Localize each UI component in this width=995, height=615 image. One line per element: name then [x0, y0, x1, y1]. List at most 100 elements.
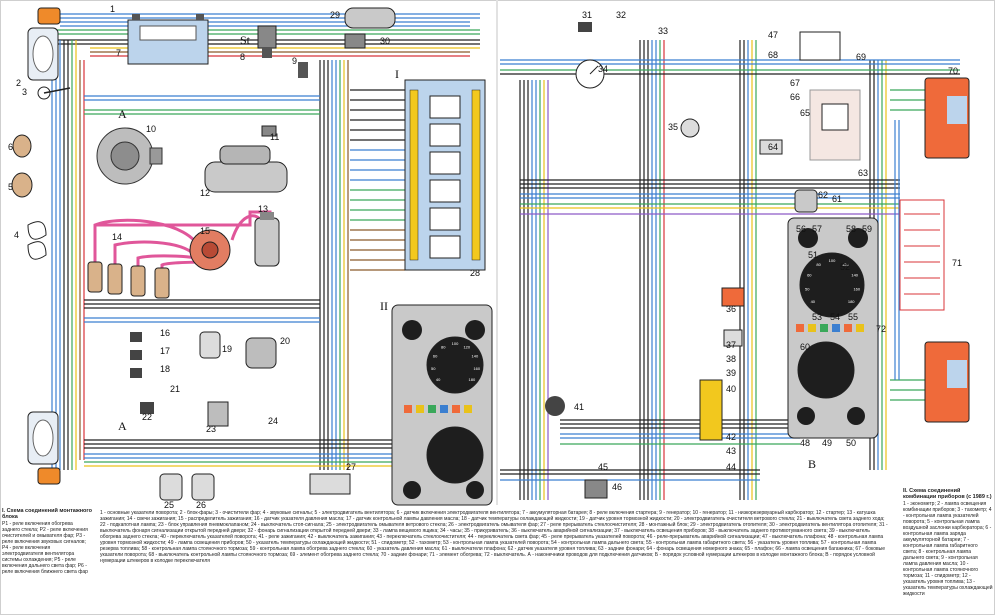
component-number-61: 61 — [832, 194, 842, 204]
mounting-block — [404, 79, 486, 271]
instrument-cluster-old — [391, 304, 493, 506]
rear-lamps-top — [924, 77, 970, 159]
dome-lamp — [809, 89, 861, 161]
component-number-72: 72 — [876, 324, 886, 334]
fan-switch-sensor — [12, 134, 32, 158]
component-number-37: 37 — [726, 340, 736, 350]
label-fuse-a-top: A — [118, 107, 127, 121]
component-number-36: 36 — [726, 304, 736, 314]
gauge-1-label-8: 180 — [848, 299, 855, 304]
component-number-44: 44 — [726, 462, 736, 472]
oil-pressure-sensor — [130, 332, 142, 342]
gauge-0-label-7: 160 — [473, 366, 480, 371]
center-caption: 1 - основные указатели поворота; 2 - бло… — [100, 510, 890, 612]
center-caption-text: 1 - основные указатели поворота; 2 - бло… — [100, 510, 888, 564]
component-number-40: 40 — [726, 384, 736, 394]
component-number-48: 48 — [800, 438, 810, 448]
component-number-54: 54 — [830, 312, 840, 322]
gauge-0-label-4: 100 — [452, 341, 459, 346]
component-number-52: 52 — [840, 262, 850, 272]
gauge-0-label-8: 180 — [469, 377, 476, 382]
hazard-switch — [721, 287, 745, 307]
component-number-7: 7 — [116, 48, 121, 58]
gauge-0-label-6: 140 — [472, 354, 479, 359]
component-number-11: 11 — [270, 132, 279, 142]
right-caption: II. Схема соединений комбинации приборов… — [903, 488, 993, 612]
component-number-3: 3 — [22, 87, 27, 97]
component-number-33: 33 — [658, 26, 668, 36]
component-number-14: 14 — [112, 232, 122, 242]
component-number-58: 58 — [846, 224, 856, 234]
component-number-31: 31 — [582, 10, 592, 20]
component-number-26: 26 — [196, 500, 206, 510]
fuel-level-sensor — [794, 189, 818, 213]
component-number-45: 45 — [598, 462, 608, 472]
heater-motor — [344, 7, 396, 29]
component-number-69: 69 — [856, 52, 866, 62]
wire-harness — [30, 13, 960, 500]
block-headlamp-bottom — [27, 411, 59, 465]
component-number-55: 55 — [848, 312, 858, 322]
component-number-70: 70 — [948, 66, 958, 76]
component-number-17: 17 — [160, 346, 170, 356]
component-number-24: 24 — [268, 416, 278, 426]
wiper-relay — [309, 473, 351, 495]
component-number-16: 16 — [160, 328, 170, 338]
gauge-0-label-1: 50 — [431, 366, 436, 371]
component-number-30: 30 — [380, 36, 390, 46]
rear-window-heater — [899, 199, 945, 311]
starter — [204, 145, 288, 193]
heater-fan-motor — [344, 33, 366, 49]
ignition-switch — [257, 25, 277, 58]
gauge-scale-labels: 4050608010012014016018040506080100120140… — [431, 258, 861, 382]
spark-plugs — [87, 261, 170, 299]
component-number-23: 23 — [206, 424, 216, 434]
gauge-0-label-3: 80 — [441, 344, 446, 349]
ignition-ht-wires — [93, 210, 272, 272]
instrument-light-switch — [723, 329, 743, 347]
label-cluster-old: II — [380, 299, 388, 313]
cigarette-lighter — [680, 118, 700, 138]
component-number-25: 25 — [164, 500, 174, 510]
component-number-63: 63 — [858, 168, 868, 178]
brake-fluid-sensor — [199, 331, 221, 359]
component-number-50: 50 — [846, 438, 856, 448]
component-number-5: 5 — [8, 182, 13, 192]
component-number-35: 35 — [668, 122, 678, 132]
component-number-21: 21 — [170, 384, 180, 394]
windshield-wiper-motor — [245, 337, 277, 369]
horns — [27, 221, 47, 260]
component-number-53: 53 — [812, 312, 822, 322]
trunk-lamp — [759, 139, 783, 155]
component-number-60: 60 — [800, 342, 810, 352]
ignition-relay — [545, 396, 565, 416]
component-number-1: 1 — [110, 4, 115, 14]
carburetor-valve — [261, 125, 277, 137]
component-number-12: 12 — [200, 188, 210, 198]
gauge-1-label-1: 50 — [805, 286, 810, 291]
hazard-relay — [584, 479, 608, 499]
component-number-39: 39 — [726, 368, 736, 378]
cooling-fan-motor — [11, 172, 33, 198]
rear-lamps-bottom — [924, 341, 970, 423]
door-light-switch — [578, 22, 592, 32]
component-number-20: 20 — [280, 336, 290, 346]
right-caption-title: II. Схема соединений комбинации приборов… — [903, 488, 992, 500]
component-number-67: 67 — [790, 78, 800, 88]
coolant-temp-sensor — [130, 368, 142, 378]
headlamp-wiper-top — [37, 86, 71, 100]
component-number-27: 27 — [346, 462, 356, 472]
component-number-19: 19 — [222, 344, 232, 354]
instrument-cluster-new — [787, 217, 879, 439]
component-number-51: 51 — [808, 250, 818, 260]
component-number-15: 15 — [200, 226, 210, 236]
distributor — [189, 229, 231, 271]
gauge-0-label-2: 60 — [433, 354, 438, 359]
left-caption-text: Р1 - реле включения обогрева заднего сте… — [2, 521, 88, 575]
right-caption-text: 1 - эконометр; 2 - лампа освещения комби… — [903, 501, 993, 597]
gauge-1-label-6: 140 — [851, 272, 858, 277]
label-ignition-switch: St — [240, 33, 251, 47]
gauge-1-label-0: 40 — [811, 299, 816, 304]
column-switch — [699, 379, 723, 441]
component-number-66: 66 — [790, 92, 800, 102]
